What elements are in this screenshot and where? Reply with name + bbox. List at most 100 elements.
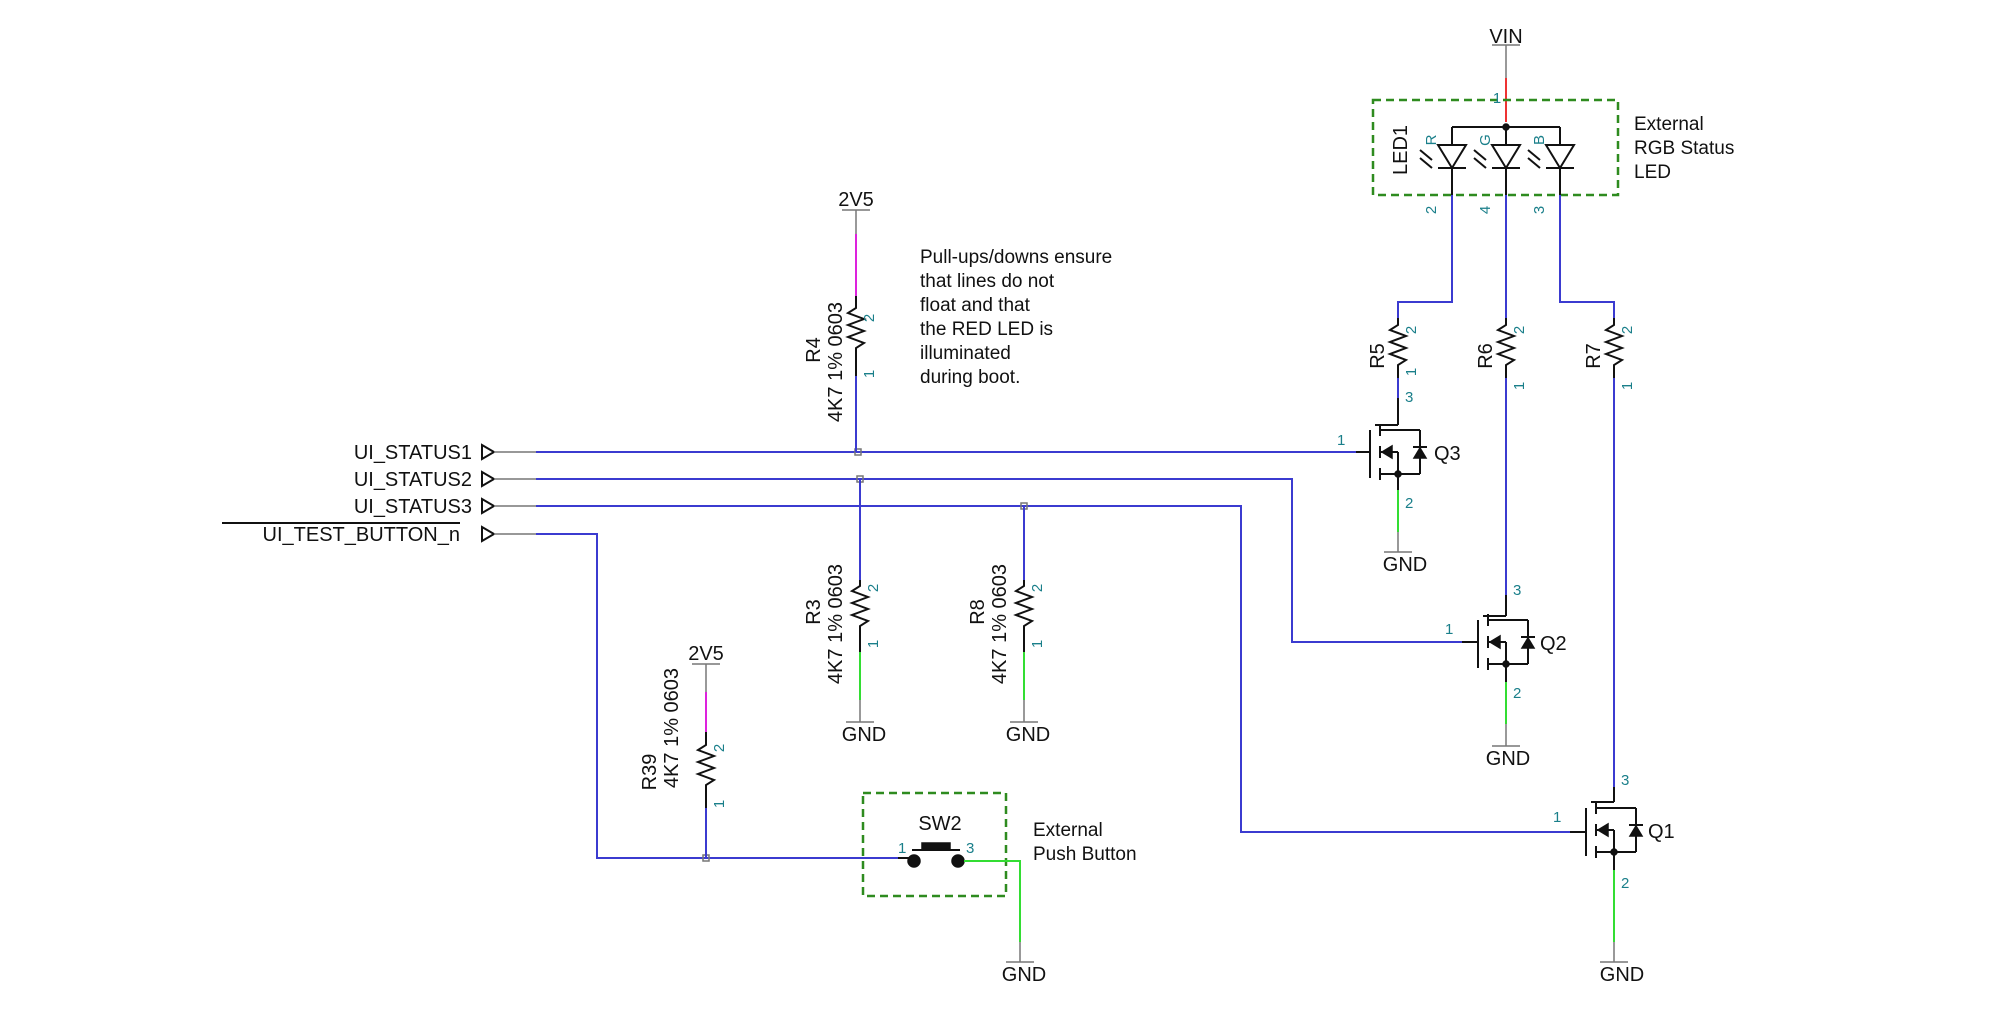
note-line-6: during boot. <box>920 367 1020 388</box>
q2-pin-3: 3 <box>1513 582 1521 599</box>
r6-pin-2: 2 <box>1511 326 1528 334</box>
port-ui-test-button-label: UI_TEST_BUTTON_n <box>263 524 460 546</box>
led1-pin-2: 2 <box>1423 206 1440 214</box>
q1-pin-3: 3 <box>1621 772 1629 789</box>
transistor-q1: 3 Q1 1 2 <box>1553 772 1675 892</box>
q1-ref: Q1 <box>1648 821 1675 843</box>
port-ui-status1: UI_STATUS1 <box>354 442 536 464</box>
led-r-label: R <box>1423 134 1440 145</box>
led-r-wire <box>1397 195 1453 318</box>
led-b-wire <box>1559 195 1615 318</box>
port-ui-status2: UI_STATUS2 <box>354 469 536 491</box>
led1-rgb-led: LED1 1 R G B 2 4 3 <box>1371 90 1620 214</box>
r6-ref: R6 <box>1475 343 1497 369</box>
note-line-4: the RED LED is <box>920 319 1053 340</box>
gnd-label-sw2: GND <box>1002 964 1046 986</box>
power-2v5-r4: 2V5 <box>838 189 874 234</box>
q3-pin-1: 1 <box>1337 432 1345 449</box>
gnd-label-r3: GND <box>842 724 886 746</box>
r4-pin-2: 2 <box>861 314 878 322</box>
q2-ref: Q2 <box>1540 633 1567 655</box>
r5-ref: R5 <box>1367 343 1389 369</box>
sw2-pin-1: 1 <box>898 840 906 857</box>
transistor-q3: 3 Q3 1 2 <box>1337 389 1461 512</box>
gnd-label-q2: GND <box>1486 748 1530 770</box>
ui-status3-wire <box>536 505 1570 833</box>
gnd-symbol-q2: GND <box>1486 724 1530 770</box>
port-ui-test-button-n: UI_TEST_BUTTON_n <box>222 522 536 546</box>
sw2-dashed-box <box>861 791 1008 898</box>
gnd-symbol-r8: GND <box>1006 700 1050 746</box>
led1-pin-4: 4 <box>1477 206 1494 214</box>
r3-value: 4K7 1% 0603 <box>825 564 847 684</box>
led-caption-line-1: External <box>1634 114 1704 135</box>
led1-dashed-box <box>1371 98 1620 197</box>
led-caption-line-2: RGB Status <box>1634 138 1734 159</box>
power-2v5-r39: 2V5 <box>688 643 724 692</box>
r7-pin-2: 2 <box>1619 326 1636 334</box>
sw2-pin-3: 3 <box>966 840 974 857</box>
q1-pin-2: 2 <box>1621 875 1629 892</box>
r39-2v5-label: 2V5 <box>688 643 724 665</box>
note-line-1: Pull-ups/downs ensure <box>920 247 1112 268</box>
gnd-symbol-sw2: GND <box>1002 942 1046 986</box>
switch-sw2: SW2 1 3 <box>861 791 1008 898</box>
led-g-label: G <box>1477 134 1494 146</box>
resistor-r39: R39 4K7 1% 0603 2 1 <box>639 668 728 808</box>
r4-value: 4K7 1% 0603 <box>825 302 847 422</box>
q2-pin-2: 2 <box>1513 685 1521 702</box>
q1-pin-1: 1 <box>1553 809 1561 826</box>
note-line-5: illuminated <box>920 343 1011 364</box>
port-ui-status2-label: UI_STATUS2 <box>354 469 472 491</box>
sw2-caption-line-2: Push Button <box>1033 844 1137 865</box>
gnd-symbol-q1: GND <box>1600 942 1644 986</box>
r4-2v5-label: 2V5 <box>838 189 874 211</box>
r39-pin-2: 2 <box>711 744 728 752</box>
sw2-ref: SW2 <box>918 813 961 835</box>
r3-ref: R3 <box>803 599 825 625</box>
r5-pin-2: 2 <box>1403 326 1420 334</box>
sw2-caption: External Push Button <box>1033 820 1137 865</box>
port-ui-status1-label: UI_STATUS1 <box>354 442 472 464</box>
note-line-3: float and that <box>920 295 1031 316</box>
led-green-diode <box>1473 144 1522 195</box>
r39-ref: R39 <box>639 754 661 791</box>
q2-pin-1: 1 <box>1445 621 1453 638</box>
led1-pin-1: 1 <box>1493 90 1501 107</box>
r39-value: 4K7 1% 0603 <box>661 668 683 788</box>
port-ui-status3: UI_STATUS3 <box>354 496 536 518</box>
gnd-label-q1: GND <box>1600 964 1644 986</box>
vin-power-symbol: VIN <box>1489 26 1523 78</box>
resistor-r5: R5 2 1 <box>1367 318 1420 378</box>
led1-pin-3: 3 <box>1531 206 1548 214</box>
note-line-2: that lines do not <box>920 271 1055 292</box>
resistor-r8: R8 4K7 1% 0603 2 1 <box>967 564 1046 684</box>
sw2-caption-line-1: External <box>1033 820 1103 841</box>
vin-label: VIN <box>1489 26 1522 48</box>
r8-ref: R8 <box>967 599 989 625</box>
q3-ref: Q3 <box>1434 443 1461 465</box>
r8-pin-2: 2 <box>1029 584 1046 592</box>
resistor-r7: R7 2 1 <box>1583 318 1636 390</box>
led1-ref: LED1 <box>1390 125 1412 175</box>
r3-pin-1: 1 <box>865 640 882 648</box>
resistor-r4: R4 4K7 1% 0603 2 1 <box>803 296 878 422</box>
ui-test-button-wire <box>536 533 898 859</box>
q3-pin-3: 3 <box>1405 389 1413 406</box>
led-red-diode <box>1419 144 1468 195</box>
r4-pin-1: 1 <box>861 370 878 378</box>
ui-status2-wire <box>536 478 1462 643</box>
r39-pin-1: 1 <box>711 800 728 808</box>
r7-ref: R7 <box>1583 343 1605 369</box>
gnd-label-q3: GND <box>1383 554 1427 576</box>
led1-caption: External RGB Status LED <box>1634 114 1734 183</box>
r8-value: 4K7 1% 0603 <box>989 564 1011 684</box>
pullup-note: Pull-ups/downs ensure that lines do not … <box>920 247 1112 388</box>
led-caption-line-3: LED <box>1634 162 1671 183</box>
led-b-label: B <box>1531 135 1548 145</box>
led-blue-diode <box>1527 144 1576 195</box>
resistor-r3: R3 4K7 1% 0603 2 1 <box>803 564 882 684</box>
r7-pin-1: 1 <box>1619 382 1636 390</box>
resistor-r6: R6 2 1 <box>1475 318 1528 390</box>
